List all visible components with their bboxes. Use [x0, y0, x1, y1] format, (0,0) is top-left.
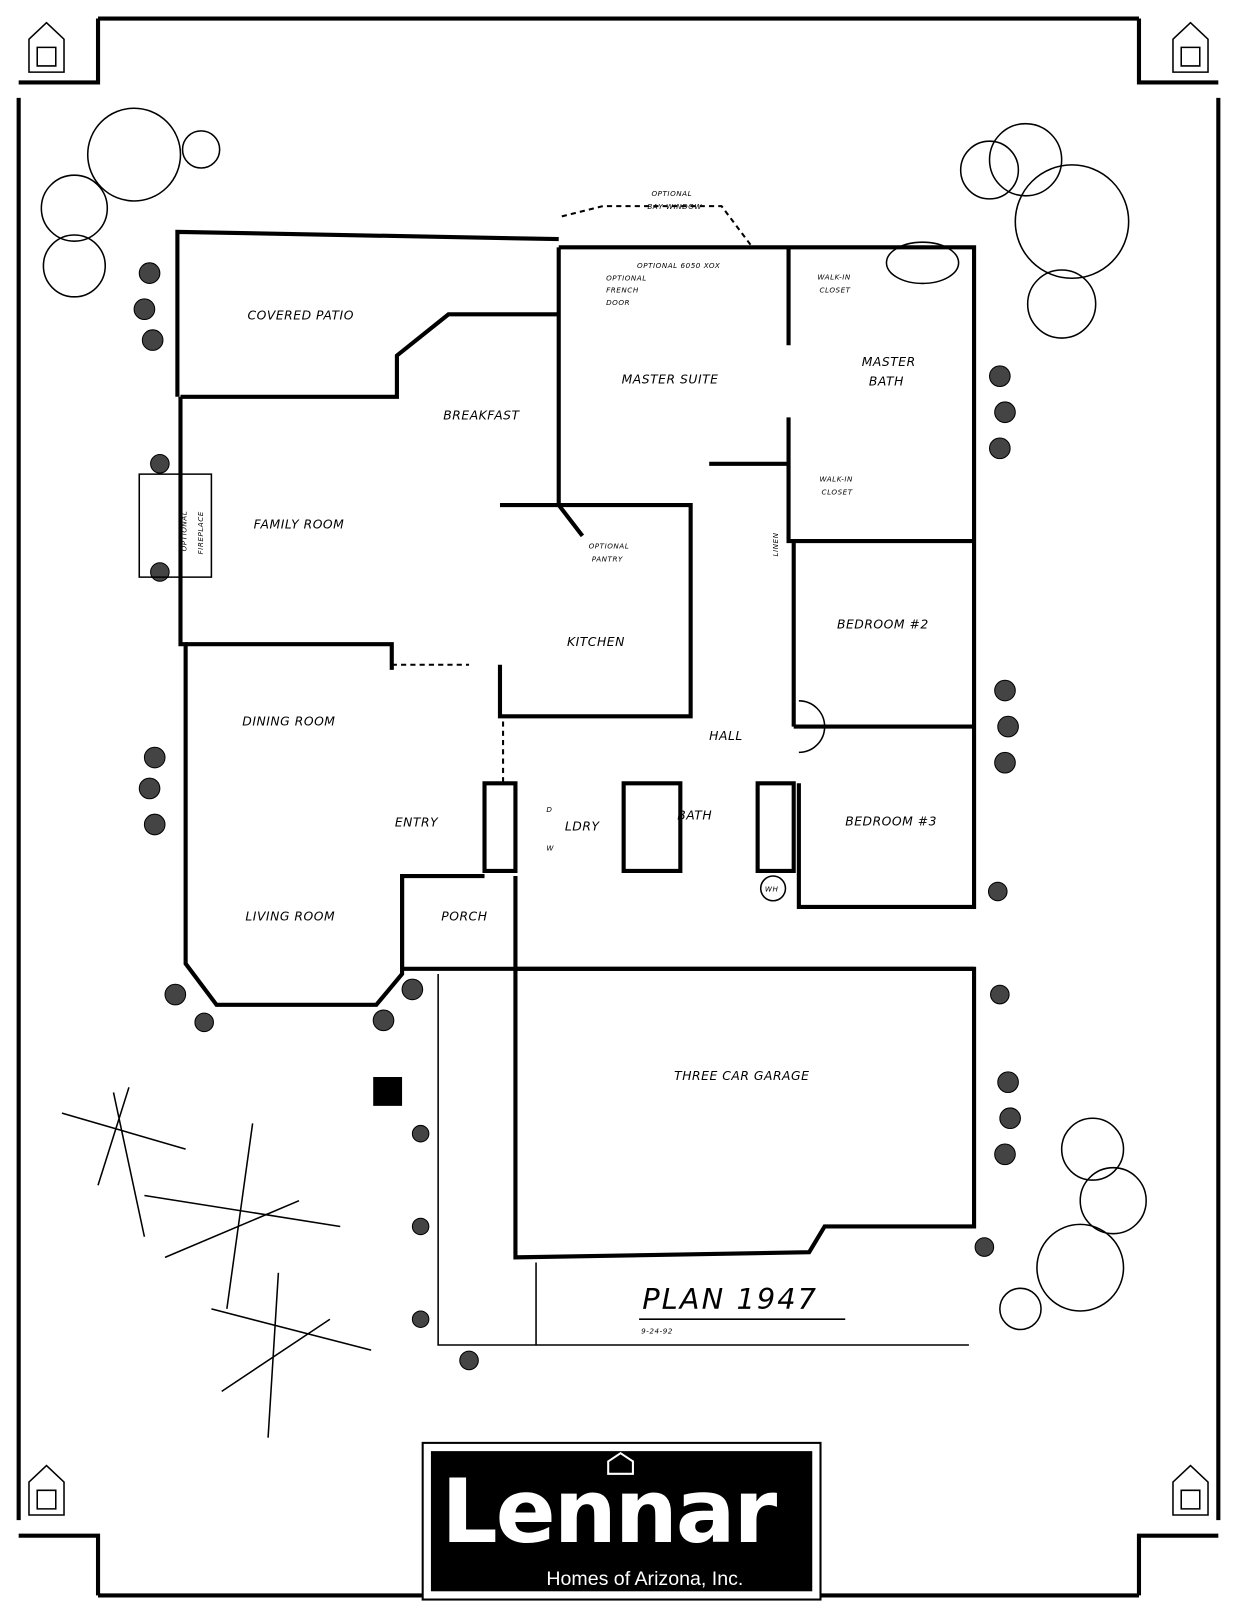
- walk-in-closet-label-4: CLOSET: [822, 488, 853, 497]
- entry-label: ENTRY: [395, 816, 439, 830]
- walk-in-closet-label-3: WALK-IN: [819, 474, 853, 483]
- kitchen-label: KITCHEN: [567, 635, 625, 649]
- plan-title: PLAN 1947: [642, 1282, 818, 1316]
- living-room-label: LIVING ROOM: [245, 909, 335, 923]
- fireplace-label: OPTIONAL: [180, 511, 189, 552]
- french-door-label: OPTIONAL: [606, 273, 647, 282]
- laundry-label: LDRY: [565, 820, 601, 834]
- family-room-label: FAMILY ROOM: [254, 518, 345, 532]
- hall-label: HALL: [709, 729, 743, 743]
- bedroom-2-label: BEDROOM #2: [837, 618, 929, 632]
- bedroom-3-label: BEDROOM #3: [845, 815, 937, 829]
- utility-box: [373, 1077, 403, 1106]
- master-bath-label: MASTER: [862, 355, 916, 369]
- house-icon: [28, 21, 1209, 1516]
- exterior-walls: [138, 205, 977, 1346]
- decorative-frame: [16, 16, 1221, 1598]
- plan-date: 9-24-92: [641, 1327, 673, 1336]
- fireplace-label-2: FIREPLACE: [196, 511, 205, 554]
- tree-icon: [40, 107, 1147, 1331]
- porch-label: PORCH: [441, 909, 487, 923]
- washer-label: W: [546, 843, 554, 852]
- pantry-label-2: PANTRY: [592, 555, 623, 564]
- palm-tree-icon: [61, 1087, 372, 1438]
- linen-label: LINEN: [771, 532, 780, 556]
- shrub-icon: [133, 262, 1021, 1371]
- walk-in-closet-label-2: CLOSET: [819, 286, 850, 295]
- option-labels: OPTIONAL BAY WINDOW OPTIONAL 6050 XOX OP…: [180, 189, 721, 564]
- garage-label: THREE CAR GARAGE: [674, 1069, 809, 1083]
- pantry-label: OPTIONAL: [589, 541, 630, 550]
- bath-label: BATH: [677, 808, 712, 822]
- dining-room-label: DINING ROOM: [242, 715, 335, 729]
- lennar-logo: Lennar Homes of Arizona, Inc.: [421, 1441, 822, 1601]
- room-labels: COVERED PATIO BREAKFAST FAMILY ROOM KITC…: [242, 272, 937, 1083]
- french-door-label-3: DOOR: [606, 298, 630, 307]
- bay-window-label: OPTIONAL: [651, 189, 692, 198]
- breakfast-label: BREAKFAST: [443, 408, 520, 422]
- water-heater-label: WH: [765, 884, 779, 893]
- dryer-label: D: [546, 805, 552, 814]
- walk-in-closet-label: WALK-IN: [817, 272, 851, 281]
- covered-patio-label: COVERED PATIO: [247, 308, 353, 322]
- bay-window-label-2: BAY WINDOW: [647, 202, 702, 211]
- master-bath-label-2: BATH: [869, 374, 904, 388]
- logo-brand: Lennar: [441, 1460, 777, 1563]
- logo-subtitle: Homes of Arizona, Inc.: [546, 1568, 743, 1590]
- master-suite-label: MASTER SUITE: [622, 372, 719, 386]
- window-xox-label: OPTIONAL 6050 XOX: [637, 261, 721, 270]
- french-door-label-2: FRENCH: [606, 286, 639, 295]
